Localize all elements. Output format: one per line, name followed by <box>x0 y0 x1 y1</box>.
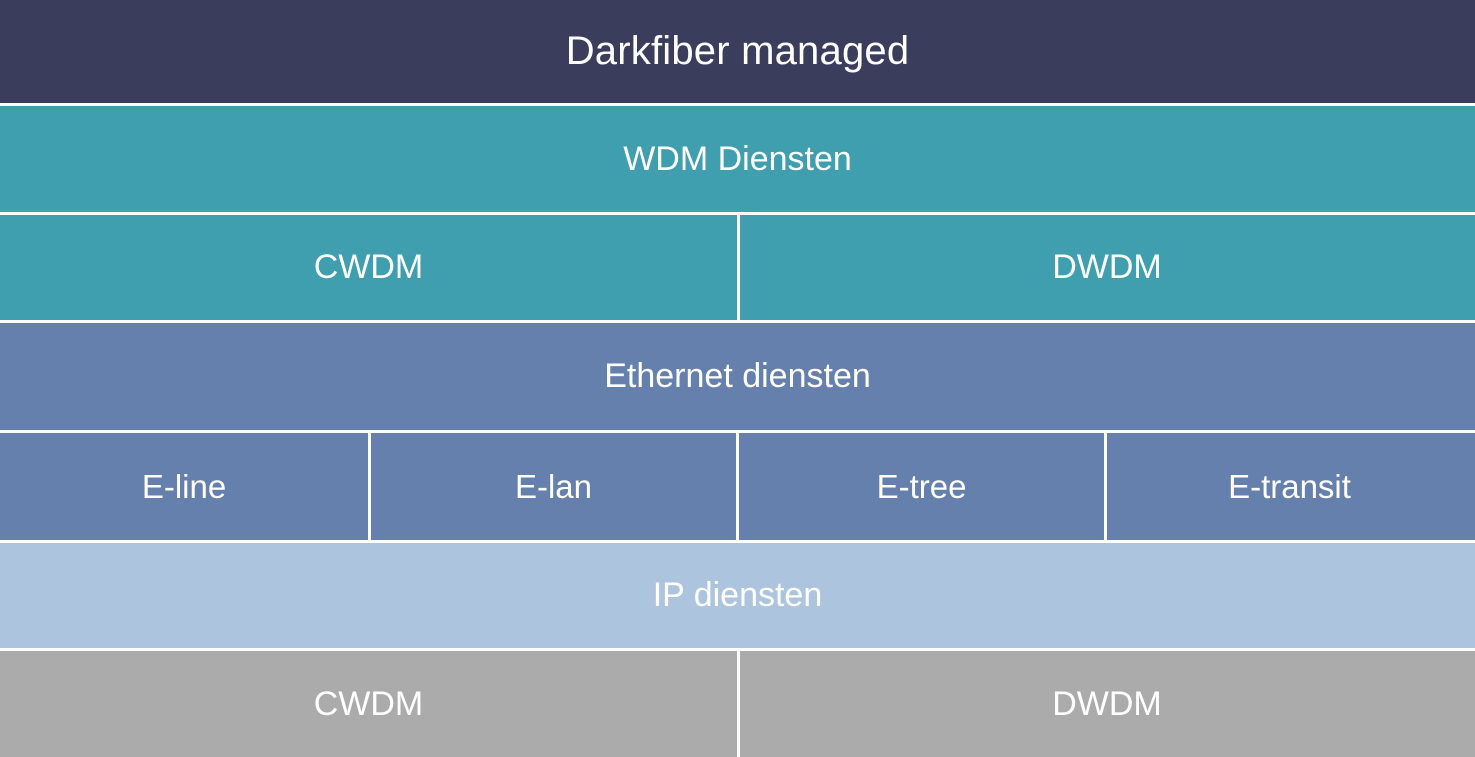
band-ethernet-diensten: Ethernet diensten <box>0 323 1475 430</box>
band-wdm-types: CWDM DWDM <box>0 215 1475 320</box>
cell-wdm-diensten: WDM Diensten <box>623 139 852 178</box>
cell-ethernet-e-tree: E-tree <box>736 433 1104 540</box>
cell-ethernet-e-line: E-line <box>141 467 227 505</box>
cell-wdm-cwdm: CWDM <box>313 248 424 286</box>
cell-bottom-cwdm: CWDM <box>313 684 424 723</box>
cell-ethernet-e-transit: E-transit <box>1104 433 1472 540</box>
cell-wdm-dwdm: DWDM <box>737 215 1474 320</box>
cell-bottom-dwdm: DWDM <box>737 651 1474 757</box>
cell-darkfiber-managed: Darkfiber managed <box>565 29 910 73</box>
band-wdm-diensten: WDM Diensten <box>0 106 1475 212</box>
cell-ethernet-diensten: Ethernet diensten <box>604 357 871 395</box>
cell-ip-diensten: IP diensten <box>652 576 823 614</box>
band-bottom-wdm-types: CWDM DWDM <box>0 651 1475 757</box>
cell-ethernet-e-lan: E-lan <box>368 433 736 540</box>
band-ip-diensten: IP diensten <box>0 543 1475 648</box>
band-darkfiber-managed: Darkfiber managed <box>0 0 1475 103</box>
band-ethernet-types: E-line E-lan E-tree E-transit <box>0 433 1475 540</box>
